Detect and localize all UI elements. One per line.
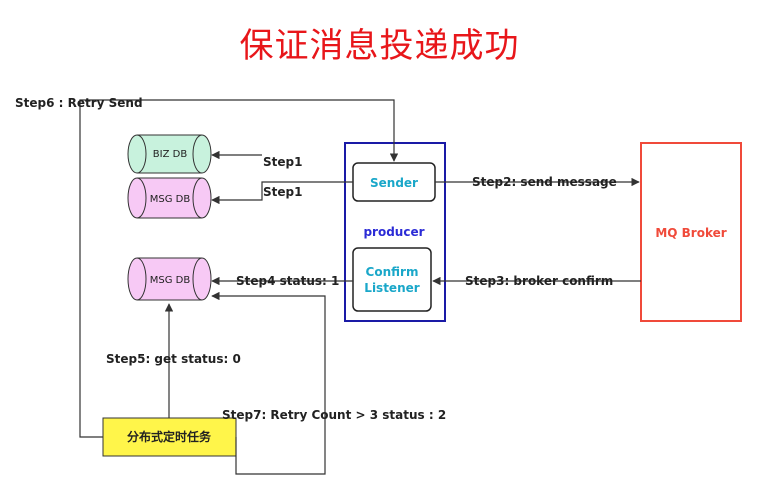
step3-label: Step3: broker confirm: [465, 274, 613, 288]
scheduled-task-label: 分布式定时任务: [127, 429, 212, 444]
step7-label: Step7: Retry Count > 3 status : 2: [222, 408, 446, 422]
step6-label: Step6 : Retry Send: [15, 96, 143, 110]
msg-db-top-label: MSG DB: [150, 194, 191, 205]
mq-broker-label: MQ Broker: [655, 226, 726, 240]
step7-retry-count-arrow: [211, 291, 326, 475]
step2-label: Step2: send message: [472, 175, 617, 189]
producer-label: producer: [363, 225, 424, 239]
step1-msg-label: Step1: [263, 185, 302, 199]
page-title: 保证消息投递成功: [239, 26, 520, 66]
producer-box: [344, 142, 446, 322]
sender-label: Sender: [370, 176, 418, 190]
msg-db-top-cylinder: [127, 177, 212, 219]
step5-label: Step5: get status: 0: [106, 352, 241, 366]
step6-retry-send-arrow: [79, 99, 399, 438]
step1-msg-arrow: [211, 181, 353, 205]
msg-db-bottom-cylinder: [127, 257, 212, 301]
mq-broker-box[interactable]: [640, 142, 742, 322]
listener-label: Listener: [364, 281, 419, 295]
biz-db-label: BIZ DB: [153, 149, 188, 160]
msg-db-bottom-label: MSG DB: [150, 275, 191, 286]
biz-db-cylinder: [127, 134, 212, 174]
confirm-listener-box[interactable]: [352, 247, 432, 312]
step4-label: Step4 status: 1: [236, 274, 339, 288]
step1-biz-label: Step1: [263, 155, 302, 169]
confirm-label: Confirm: [366, 265, 419, 279]
